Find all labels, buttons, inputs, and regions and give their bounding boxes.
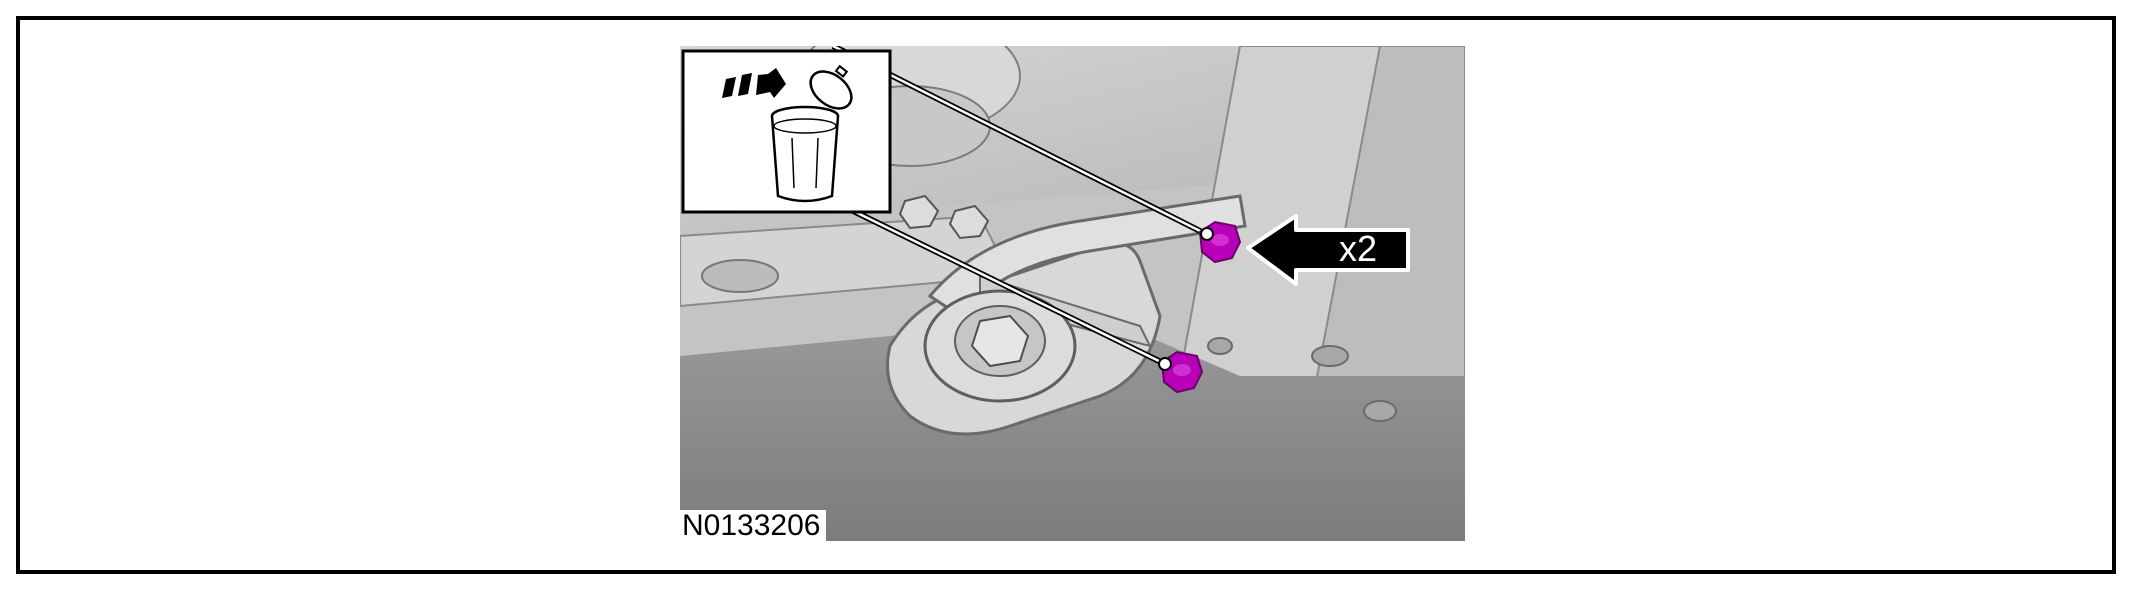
frame-hole bbox=[1363, 400, 1397, 422]
frame-hole bbox=[1311, 345, 1349, 367]
rail-hole bbox=[701, 259, 779, 293]
frame-hole bbox=[1207, 337, 1233, 355]
component-illustration: x2 bbox=[680, 46, 1465, 541]
quantity-arrow-icon bbox=[1246, 214, 1410, 286]
bushing-bolt-icon bbox=[970, 314, 1030, 368]
floor-area bbox=[680, 316, 1465, 541]
bolt-icon bbox=[948, 204, 990, 240]
quantity-label: x2 bbox=[1339, 228, 1378, 269]
illustration-svg bbox=[680, 46, 1465, 541]
leader-line-lower bbox=[832, 199, 1166, 366]
bolt-icon bbox=[898, 194, 940, 230]
discard-trash-can-icon bbox=[722, 64, 853, 203]
push-pin-retainer-lower bbox=[1158, 350, 1204, 394]
figure-id-label: N0133206 bbox=[680, 510, 827, 542]
push-pin-retainer-upper bbox=[1198, 220, 1242, 264]
leader-line-upper bbox=[832, 46, 1207, 236]
